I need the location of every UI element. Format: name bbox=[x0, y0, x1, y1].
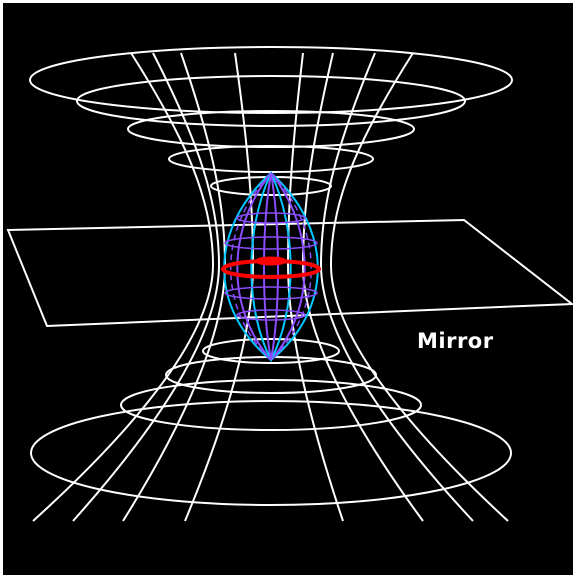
meridian-1 bbox=[32, 52, 215, 522]
mirror-label: Mirror bbox=[417, 329, 494, 353]
lens-meridian-dashed bbox=[230, 171, 312, 362]
throat-ring bbox=[221, 259, 321, 279]
upper-ring-1 bbox=[29, 46, 513, 114]
meridian-3 bbox=[301, 52, 424, 522]
lens-latitude-2 bbox=[236, 309, 306, 321]
lens-meridian-3 bbox=[250, 170, 292, 363]
wormhole-diagram: Mirror bbox=[3, 3, 573, 575]
lower-ring-4 bbox=[30, 400, 512, 506]
lower-ring-1 bbox=[202, 338, 340, 364]
lens-latitude-3 bbox=[224, 236, 318, 250]
lens-latitude-4 bbox=[224, 286, 318, 300]
wormhole-wireframe bbox=[6, 46, 573, 522]
upper-ring-2 bbox=[76, 75, 466, 127]
meridian-8 bbox=[72, 52, 221, 522]
lens-latitude-1 bbox=[236, 212, 306, 224]
lens-meridian-4 bbox=[262, 172, 280, 361]
meridian-6 bbox=[319, 52, 474, 522]
lower-ring-3 bbox=[120, 379, 422, 431]
meridian-7 bbox=[329, 52, 509, 522]
meridian-4 bbox=[184, 52, 255, 522]
upper-ring-5 bbox=[210, 176, 332, 196]
upper-ring-3 bbox=[127, 110, 415, 148]
meridian-5 bbox=[286, 52, 344, 522]
throat-ring-inner bbox=[255, 256, 287, 266]
mirror-plane bbox=[6, 218, 573, 328]
